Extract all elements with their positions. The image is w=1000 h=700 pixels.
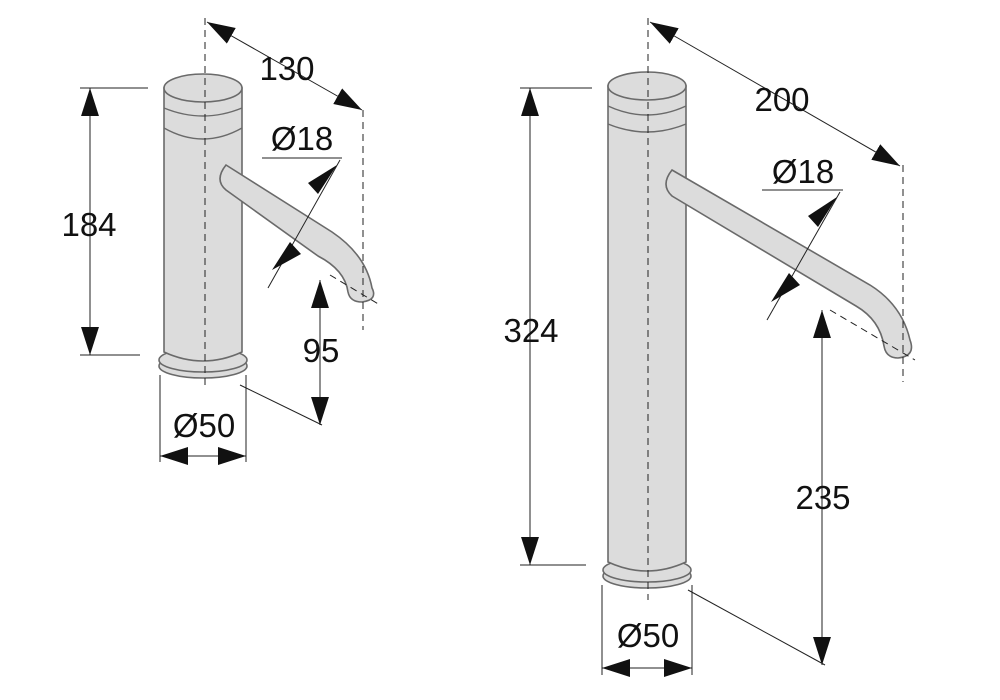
left-top-cap [163,73,243,103]
right-base-diameter-label: Ø50 [617,617,679,654]
right-height-label: 324 [503,312,558,349]
right-spout-diameter-label: Ø18 [772,153,834,190]
right-clearance-label: 235 [795,479,850,516]
left-reach-label: 130 [259,50,314,87]
right-body [607,85,687,572]
left-base-diameter-label: Ø50 [173,407,235,444]
left-body [163,87,243,362]
right-faucet [602,71,913,589]
left-faucet [158,73,375,379]
left-spout [219,163,375,303]
left-height-label: 184 [61,206,116,243]
left-spout-diameter-label: Ø18 [271,120,333,157]
right-spout [665,168,913,359]
left-clearance-label: 95 [303,332,340,369]
right-top-cap [607,71,687,101]
right-reach-label: 200 [754,81,809,118]
